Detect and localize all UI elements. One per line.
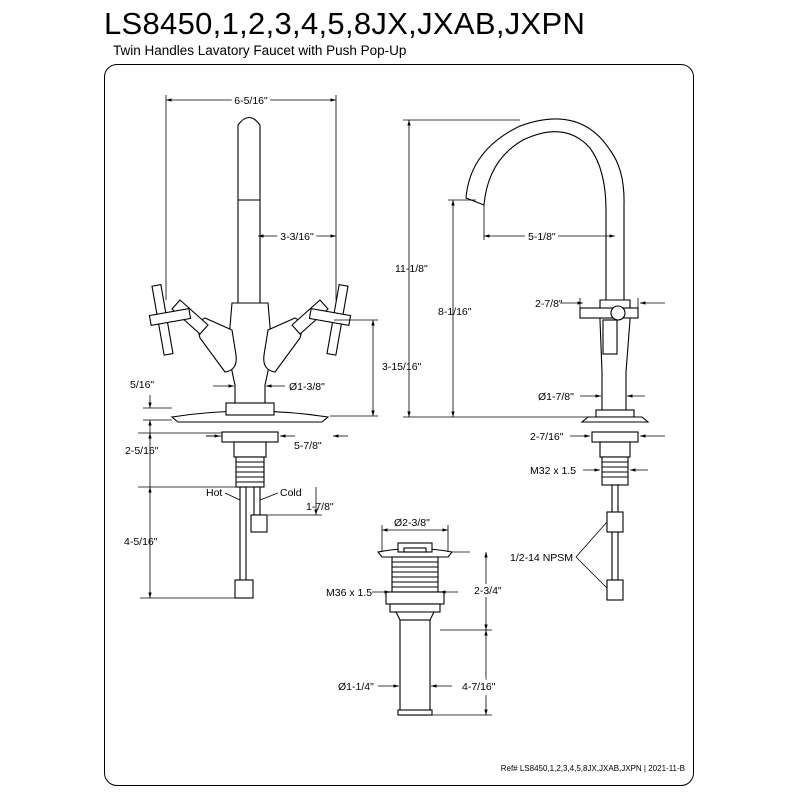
label-hot: Hot [206, 487, 222, 499]
side-handle [579, 307, 639, 319]
document-subtitle: Twin Handles Lavatory Faucet with Push P… [113, 43, 407, 58]
dim-base-plate-width: 5-7/8" [294, 440, 322, 452]
dim-drain-flange: Ø2-3/8" [394, 517, 430, 529]
dim-drain-thread: M36 x 1.5 [326, 587, 372, 599]
drain-tailpiece [399, 619, 431, 716]
side-threaded-shank [601, 456, 629, 486]
side-view [465, 118, 650, 601]
drain-threaded-body [391, 556, 439, 593]
dim-handle-side-height: 2-7/8" [535, 298, 563, 310]
side-gooseneck-spout [465, 118, 625, 301]
dim-supply-offset: 1-7/8" [306, 501, 334, 513]
front-dimensions: 6-5/16" 3-3/16" 3-15/16" 5/16" Ø1-3/8" 5… [124, 92, 422, 599]
dim-handle-height: 3-15/16" [382, 361, 422, 373]
drawing-frame [104, 64, 694, 786]
dim-supply-thread: 1/2-14 NPSM [510, 552, 573, 564]
document-title: LS8450,1,2,3,4,5,8JX,JXAB,JXPN [104, 6, 586, 41]
dim-thread-side: M32 x 1.5 [530, 465, 576, 477]
drain-dimensions: Ø2-3/8" M36 x 1.5 2-3/4" Ø1-1/4" 4-7/16" [326, 517, 505, 716]
front-shank-nut [221, 431, 279, 443]
dim-tailpiece-length: 4-7/16" [462, 681, 496, 693]
reference-code: Ref# LS8450,1,2,3,4,5,8JX,JXAB,JXPN | 20… [500, 764, 685, 773]
hot-supply-line [239, 486, 247, 583]
dim-shank-length: 2-5/16" [125, 445, 159, 457]
drain-nut [385, 591, 445, 605]
dim-spout-reach: 5-1/8" [528, 231, 556, 243]
dim-supply-length: 4-5/16" [124, 536, 158, 548]
drain-view [376, 542, 454, 716]
dim-spout-height: 8-1/16" [438, 306, 472, 318]
dim-body-diameter: Ø1-7/8" [538, 391, 574, 403]
dim-tailpiece-diameter: Ø1-1/4" [338, 681, 374, 693]
dim-escutcheon-size: 2-7/16" [530, 431, 564, 443]
cold-supply-line [253, 486, 261, 516]
dim-base-diameter: Ø1-3/8" [289, 381, 325, 393]
dim-drain-body-height: 2-3/4" [474, 585, 502, 597]
dim-overall-height: 11-1/8" [395, 263, 428, 275]
label-cold: Cold [280, 487, 302, 499]
dim-spout-offset-front: 3-3/16" [280, 231, 314, 243]
side-dimensions: 11-1/8" 8-1/16" 5-1/8" 2-7/8" Ø1-7/8" 2-… [395, 119, 665, 589]
side-base-plate [580, 416, 650, 423]
front-spout [237, 116, 261, 306]
front-view [148, 116, 352, 599]
dim-deck-thickness: 5/16" [130, 379, 154, 391]
dim-overall-width: 6-5/16" [234, 95, 268, 107]
